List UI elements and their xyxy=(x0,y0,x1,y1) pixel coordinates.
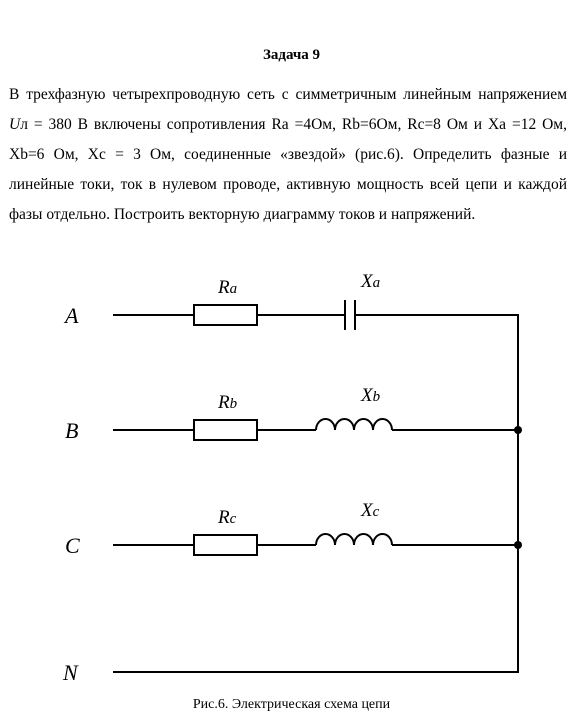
label-rb: Rb xyxy=(217,392,238,413)
circuit-wires xyxy=(113,300,519,673)
label-rc: Rc xyxy=(217,507,237,528)
resistor-rb xyxy=(193,419,258,441)
label-xc: Xc xyxy=(360,500,380,521)
voltage-subscript: л xyxy=(20,116,28,133)
label-xa: Xa xyxy=(360,271,380,292)
inductor-xc xyxy=(315,533,393,546)
resistor-rc xyxy=(193,534,258,556)
label-line-a: A xyxy=(63,303,79,328)
label-ra: Ra xyxy=(217,277,237,298)
problem-text-part1: В трехфазную четырехпроводную сеть с сим… xyxy=(9,86,567,103)
node-b xyxy=(514,426,522,434)
inductor-xb xyxy=(315,418,393,431)
resistor-ra xyxy=(193,304,258,326)
figure-caption: Рис.6. Электрическая схема цепи xyxy=(192,697,391,712)
label-line-b: B xyxy=(65,418,78,443)
label-line-c: C xyxy=(65,533,80,558)
label-neutral: N xyxy=(62,660,79,685)
problem-statement: В трехфазную четырехпроводную сеть с сим… xyxy=(9,80,567,230)
label-xb: Xb xyxy=(360,385,381,406)
node-c xyxy=(514,541,522,549)
problem-text-part2: = 380 В включены сопротивления Ra =4Ом, … xyxy=(9,116,567,223)
task-title: Задача 9 xyxy=(262,47,321,63)
voltage-symbol: U xyxy=(9,116,21,133)
